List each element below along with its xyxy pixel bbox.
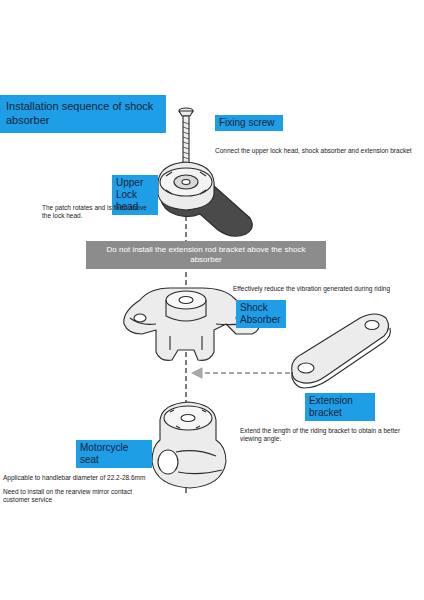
screw-drawing: [179, 108, 193, 166]
annotation-text: Extend the length of the riding bracket …: [240, 427, 422, 443]
extension-bracket-drawing: [292, 314, 391, 388]
annotation-text: Effectively reduce the vibration generat…: [233, 285, 413, 293]
annotation-text: The patch rotates and is fixed above the…: [42, 204, 154, 220]
callout-box: Extension bracket: [305, 393, 375, 421]
annotation-text: Applicable to handlebar diameter of 22.2…: [3, 474, 173, 482]
callout-box: Motorcycle seat: [76, 440, 152, 468]
diagram-title: Installation sequence of shock absorber: [0, 95, 166, 133]
callout-box: Fixing screw: [215, 115, 283, 131]
clamp-seat-drawing: [152, 402, 226, 488]
node-text: Extension bracket: [309, 395, 371, 419]
insertion-arrow: [192, 368, 290, 378]
warning-band: Do not install the extension rod bracket…: [86, 241, 326, 269]
lock-head-drawing: [158, 162, 252, 236]
annotation-text: Connect the upper lock head, shock absor…: [215, 147, 415, 155]
callout-box: Shock Absorber: [236, 300, 286, 328]
annotation-text: Need to install on the rearview mirror c…: [3, 488, 133, 504]
node-text: Fixing screw: [219, 117, 279, 129]
node-text: Do not install the extension rod bracket…: [92, 245, 320, 265]
node-text: Shock Absorber: [240, 302, 282, 326]
node-text: Motorcycle seat: [80, 442, 148, 466]
